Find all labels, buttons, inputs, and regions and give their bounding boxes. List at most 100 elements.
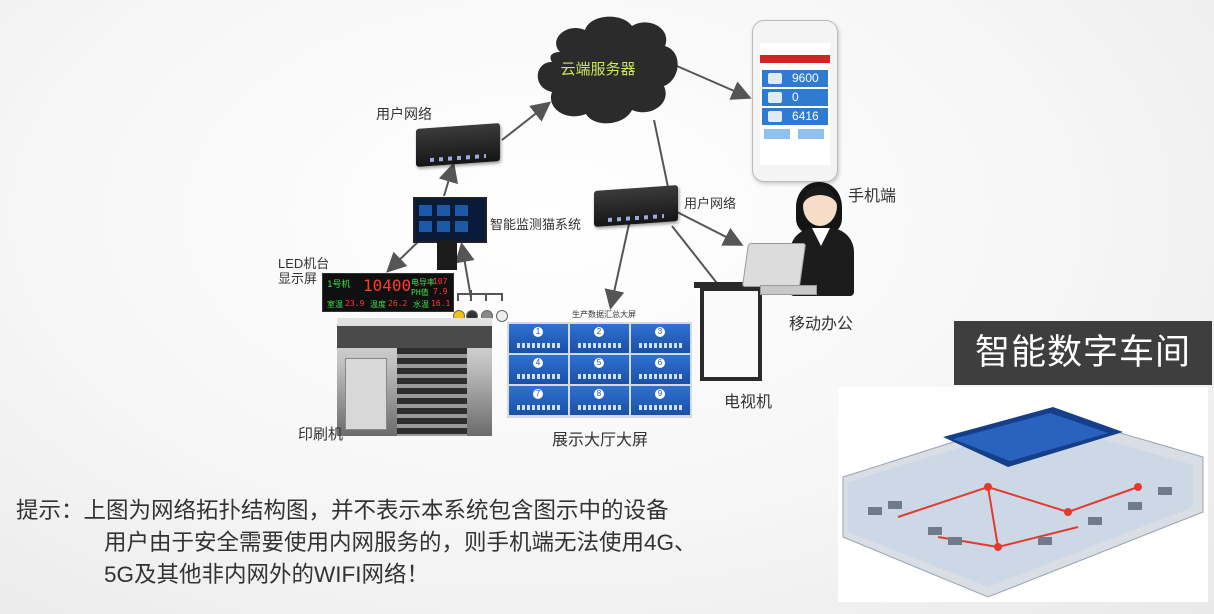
monitor-cell (455, 205, 468, 216)
laptop-base (760, 285, 817, 295)
wall-cell-bars (578, 343, 621, 348)
phone-tile-2: 0 (762, 89, 828, 106)
wall-cell-number: 4 (533, 358, 543, 368)
wall-cell-number: 7 (533, 389, 543, 399)
led-label-2: 显示屏 (278, 271, 318, 286)
line-cloud-to-network (653, 119, 669, 188)
notice-text: 提示：上图为网络拓扑结构图，并不表示本系统包含图示中的设备 用户由于安全需要使用… (16, 495, 697, 591)
led-rate-value: 107 (433, 277, 448, 286)
notice-line-3: 5G及其他非内网外的WIFI网络！ (104, 562, 429, 587)
monitor-system-label: 智能监测猫系统 (490, 217, 582, 232)
wall-cell-number: 2 (594, 327, 604, 337)
tv-screen (700, 287, 762, 381)
monitor-screen (413, 197, 487, 243)
arrow-cloud-to-phone (669, 62, 752, 100)
monitor-cell (455, 221, 468, 232)
wall-cell-bars (639, 374, 682, 379)
phone-value-2: 0 (792, 90, 799, 104)
led-level-label: 水温 (413, 300, 429, 309)
cloud-server-label: 云端服务器 (560, 61, 636, 78)
notice-line-1: 提示：上图为网络拓扑结构图，并不表示本系统包含图示中的设备 (16, 498, 669, 523)
monitor-stand (437, 240, 457, 270)
led-rate-label: 电导率 (411, 278, 435, 287)
press-stairs (397, 348, 467, 436)
printer-label: 印刷机 (298, 426, 344, 443)
display-wall: 1 2 3 4 5 6 7 8 9 (507, 322, 692, 418)
wall-cell-number: 5 (594, 358, 604, 368)
workshop-illustration (838, 387, 1208, 602)
display-wall-title: 生产数据汇总大屏 (572, 310, 636, 319)
phone-tile-1: 9600 (762, 70, 828, 87)
led-water-label: 温度 (370, 300, 386, 309)
wall-cell-number: 6 (655, 358, 665, 368)
smart-workshop-banner: 智能数字车间 (954, 321, 1212, 385)
cloud-shape (537, 16, 678, 124)
phone-button-right (798, 129, 824, 139)
wall-cell: 9 (631, 386, 690, 415)
wall-cell-number: 8 (594, 389, 604, 399)
phone-header-bar (760, 55, 830, 63)
wall-cell-number: 9 (655, 389, 665, 399)
router-icon-right (594, 185, 678, 227)
wall-cell-bars (639, 405, 682, 410)
wall-cell: 5 (570, 355, 629, 384)
arrow-network-to-laptop (676, 211, 744, 246)
led-display-panel: 1号机 10400 电导率 107 PH值 7.9 室温 23.9 温度 26.… (322, 273, 454, 312)
box-icon (768, 92, 782, 103)
stack-icon (768, 111, 782, 122)
arrow-network-to-cloud (501, 101, 552, 141)
wall-cell: 4 (509, 355, 568, 384)
led-level-value: 16.1 (431, 299, 451, 308)
led-ph-value: 7.9 (433, 287, 448, 296)
display-wall-label: 展示大厅大屏 (552, 432, 649, 449)
wall-cell: 3 (631, 324, 690, 353)
led-water-value: 26.2 (388, 299, 408, 308)
wall-cell-bars (578, 374, 621, 379)
phone-screen: 9600 0 6416 (760, 43, 830, 165)
sensor-white-icon (496, 310, 508, 322)
gauge-icon (768, 73, 782, 84)
router-icon-top (416, 123, 500, 167)
monitor-cell (437, 221, 450, 232)
wall-cell-bars (517, 405, 560, 410)
phone-device: 9600 0 6416 (752, 20, 838, 182)
arrow-bulbs-to-monitor (454, 242, 475, 299)
notice-line-2: 用户由于安全需要使用内网服务的，则手机端无法使用4G、 (104, 530, 697, 555)
laptop-icon (741, 243, 807, 287)
phone-button-left (764, 129, 790, 139)
wall-cell-bars (517, 374, 560, 379)
led-count: 10400 (363, 276, 412, 295)
arrow-network-to-wall (604, 223, 630, 310)
wall-cell-bars (578, 405, 621, 410)
monitor-cell (419, 221, 432, 232)
phone-value-3: 6416 (792, 109, 819, 123)
phone-tile-3: 6416 (762, 108, 828, 125)
wall-cell-bars (639, 343, 682, 348)
wall-cell-bars (517, 343, 560, 348)
led-label-1: LED机台 (278, 256, 330, 271)
led-temp-value: 23.9 (345, 299, 365, 308)
arrow-network-to-tv (671, 225, 721, 288)
wall-cell: 8 (570, 386, 629, 415)
press-top (337, 326, 492, 348)
user-network-label-top: 用户网络 (376, 106, 432, 122)
wall-cell: 6 (631, 355, 690, 384)
tv-top-bar (694, 282, 760, 288)
press-unit (345, 358, 387, 430)
monitor-cell (437, 205, 450, 216)
wall-cell-number: 3 (655, 327, 665, 337)
arrow-monitor-to-network (438, 162, 458, 197)
printing-press-image (337, 318, 492, 436)
user-network-label-right: 用户网络 (684, 196, 737, 211)
mobile-office-label: 移动办公 (789, 316, 854, 333)
workshop-drawing (842, 407, 1204, 598)
phone-label: 手机端 (848, 188, 897, 205)
wall-cell: 7 (509, 386, 568, 415)
wall-cell: 1 (509, 324, 568, 353)
led-machine: 1号机 (327, 280, 351, 290)
led-temp-label: 室温 (327, 300, 343, 309)
tv-label: 电视机 (724, 394, 773, 411)
woman-head (803, 186, 837, 226)
led-ph-label: PH值 (411, 288, 429, 297)
